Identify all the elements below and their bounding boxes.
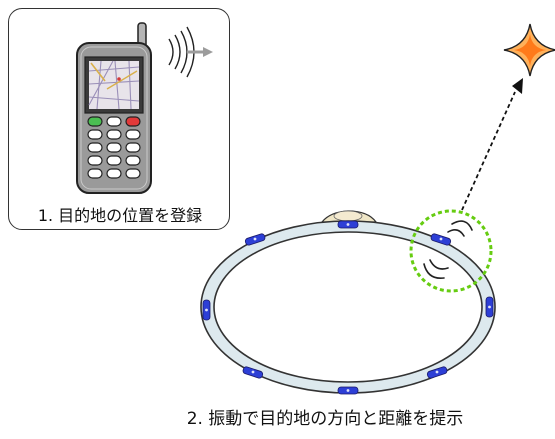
step1-label: 1. 目的地の位置を登録 bbox=[37, 206, 203, 225]
vibration-markers bbox=[202, 220, 494, 395]
head-bump bbox=[320, 210, 378, 223]
direction-arrow-icon bbox=[461, 78, 523, 211]
step2-label: 2. 振動で目的地の方向と距離を提示 bbox=[186, 409, 464, 429]
target-star-icon bbox=[503, 23, 555, 77]
phone-illustration bbox=[76, 22, 213, 194]
step1-panel: 1. 目的地の位置を登録 bbox=[8, 8, 230, 230]
radio-wave-icon bbox=[168, 26, 213, 78]
phone-icon bbox=[76, 22, 152, 194]
vibration-icon bbox=[423, 220, 473, 280]
active-zone-highlight bbox=[409, 209, 493, 293]
